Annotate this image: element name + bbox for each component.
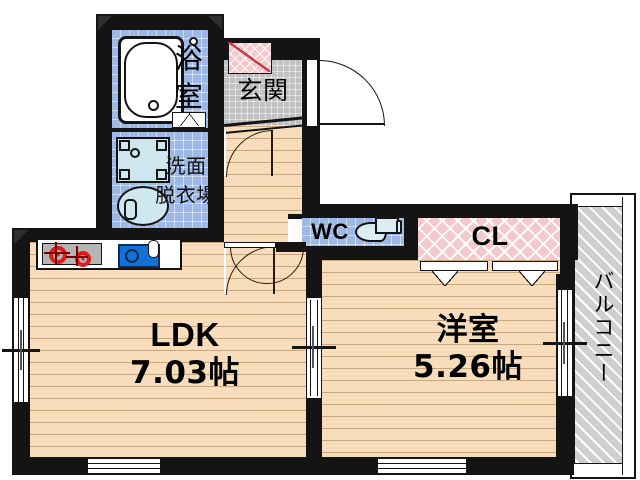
partition-door-cross-v-icon	[312, 326, 314, 368]
room-entrance	[224, 60, 302, 126]
wall-wc-top	[288, 204, 418, 218]
ldk-door-leaf	[273, 246, 275, 294]
entrance-door-leaf	[318, 123, 384, 125]
room-balcony	[574, 197, 630, 475]
burner-crosshair-right-v-icon	[76, 246, 78, 266]
entrance-door-opening[interactable]	[306, 60, 318, 126]
balcony-rail-strip	[622, 197, 630, 475]
bathroom-label: 浴 室	[170, 40, 208, 116]
bedroom-label-area: 5.26帖	[413, 349, 523, 386]
washroom-label-line2: 脱衣場	[155, 183, 217, 207]
bathroom-label-line2: 室	[174, 79, 204, 113]
bedroom-label-main: 洋室	[436, 312, 500, 348]
wall-entrance-right-lower	[302, 124, 320, 204]
exterior-wall-top-bath	[96, 14, 224, 30]
washroom-label-line1: 洗面	[165, 154, 207, 178]
corner-chamfer-bath-tr	[208, 16, 222, 30]
ldk-door-opening[interactable]	[224, 246, 226, 294]
washroom-door-opening[interactable]	[224, 130, 226, 176]
bathroom-light-fixture	[189, 37, 198, 46]
closet-door-panel-left[interactable]	[420, 261, 488, 271]
wall-hallway-ldk	[276, 242, 306, 252]
bathtub	[118, 36, 184, 124]
window-ldk-bottom-pane	[88, 463, 160, 469]
shoe-cabinet-diagonal-line	[228, 42, 270, 72]
bathroom-door-marker-outline	[180, 113, 199, 126]
burner-large-icon	[49, 246, 67, 264]
window-ldk-left-cross-v-icon	[20, 330, 22, 370]
closet-door-marker-left-outline	[432, 271, 458, 286]
corner-chamfer-bath-tl	[98, 16, 112, 30]
bedroom-label: 洋室 5.26帖	[383, 312, 553, 386]
exterior-wall-left-bath	[96, 14, 112, 242]
washroom-door-leaf	[271, 130, 273, 176]
exterior-wall-bottom-left	[12, 457, 322, 475]
balcony-inner-white-top	[574, 197, 622, 207]
closet-door-panel-right[interactable]	[492, 261, 558, 271]
toilet-label: WC	[311, 219, 349, 244]
entrance-outer-edge	[318, 38, 320, 62]
wall-closet-top	[404, 204, 578, 218]
ldk-label-main: LDK	[150, 316, 220, 353]
toilet-tank-lid	[396, 220, 402, 234]
balcony-inner-white-bottom	[574, 463, 622, 475]
gas-stove	[42, 243, 102, 267]
bathroom-label-line1: 浴	[174, 42, 204, 75]
balcony-label: バルコニー	[591, 270, 615, 385]
closet-label: CL	[471, 221, 509, 251]
wall-bath-right	[208, 14, 224, 228]
washroom-label: 洗面 脱衣場	[146, 152, 226, 210]
wc-door-jamb	[288, 214, 302, 218]
ldk-label: LDK 7.03帖	[100, 316, 270, 392]
ldk-label-area: 7.03帖	[130, 354, 240, 391]
corner-chamfer-ldk-tl	[14, 230, 28, 244]
balcony-door-cross-h-icon	[543, 342, 587, 345]
washing-machine-pan	[116, 137, 170, 183]
entrance-label: 玄関	[237, 76, 289, 105]
room-closet	[418, 218, 560, 260]
burner-crosshair-left-v-icon	[55, 242, 57, 264]
wall-bath-washroom-divider	[112, 128, 208, 132]
balcony-door-cross-v-icon	[563, 322, 565, 364]
closet-door-marker-right-outline	[519, 271, 545, 286]
window-bedroom-bottom-pane	[378, 463, 466, 469]
sink-faucet-icon	[148, 240, 159, 258]
vanity-sink	[117, 186, 169, 226]
sink-drain-icon	[125, 249, 139, 263]
room-bedroom	[320, 260, 556, 457]
partition-door-cross-h-icon	[292, 346, 336, 349]
burner-crosshair-left-icon	[44, 252, 70, 254]
ldk-door-threshold	[224, 242, 276, 248]
wall-wc-right	[404, 204, 418, 260]
